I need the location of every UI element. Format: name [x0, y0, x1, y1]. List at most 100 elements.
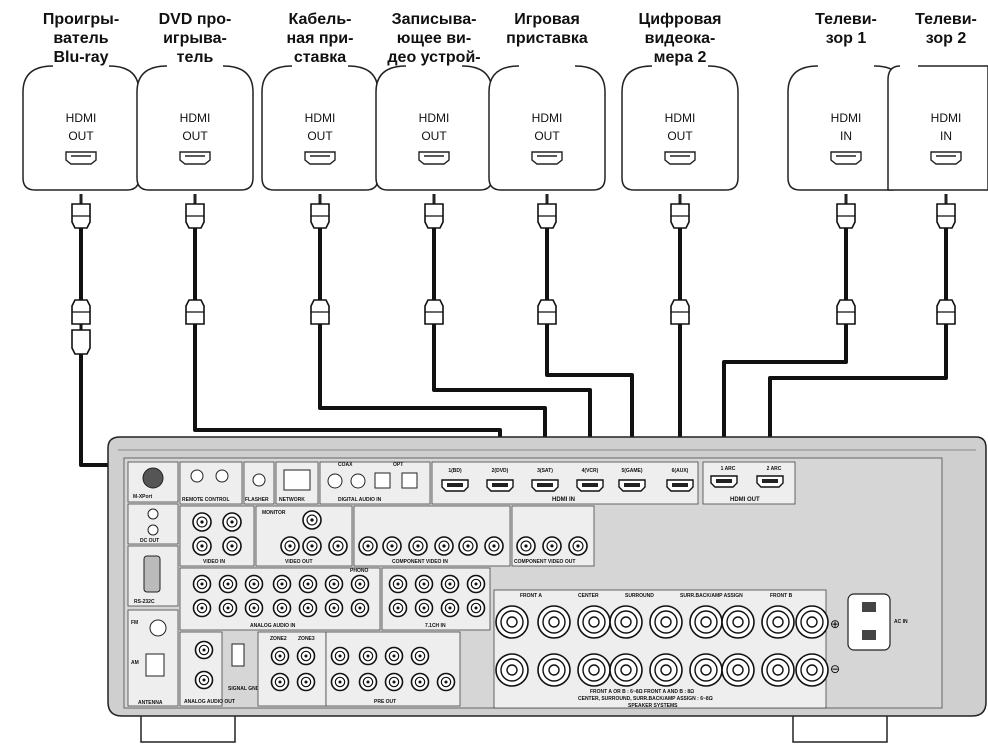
video-in-jack-ring: [196, 540, 208, 552]
speaker-terminal-minus-hub: [588, 664, 600, 676]
analog-in-jack-pin: [252, 582, 256, 586]
component-in-jack-pin: [466, 544, 470, 548]
opt-jack-1: [374, 472, 391, 489]
remote-in-jack: [190, 469, 204, 483]
speaker-terminal-minus-hub: [772, 664, 784, 676]
am-label: AM: [131, 660, 139, 666]
device-title-line: део устрой-: [387, 49, 480, 66]
video-out-jack-pin: [288, 544, 292, 548]
device-box: [621, 65, 739, 191]
analog-out-jack-ring: [198, 644, 210, 656]
device-title-line: видеока-: [645, 30, 716, 47]
speaker-terminal-plus-hub: [732, 616, 744, 628]
device-port-label: HDMI: [532, 111, 563, 125]
dc-out-jack-1: [147, 508, 159, 520]
rs232c-label: RS-232C: [134, 599, 155, 605]
monitor-label: MONITOR: [262, 510, 286, 516]
analog-in-jack-ring: [328, 602, 340, 614]
digital-audio-in-label: DIGITAL AUDIO IN: [338, 497, 382, 503]
hdmi-cable-game: [537, 194, 557, 346]
speaker-terminal-plus-hub: [588, 616, 600, 628]
hdmi-in-port-label: 4(VCR): [582, 468, 599, 474]
speaker-terminal-minus-ring: [654, 658, 678, 682]
hdmi-in-ports: 1(BD)2(DVD)3(SAT)4(VCR)5(GAME)6(AUX): [441, 468, 694, 492]
speaker-terminal-minus-hub: [806, 664, 818, 676]
pre-out-jack-ring: [388, 676, 400, 688]
analog-audio-out-jacks: [194, 640, 214, 690]
device-port-label: IN: [840, 129, 852, 143]
speaker-terminal-minus-ring: [726, 658, 750, 682]
pre-out-jack-ring: [440, 676, 452, 688]
speaker-terminal-plus-ring: [500, 610, 524, 634]
video-out-jack-ring: [306, 540, 318, 552]
component-out-jack-ring: [520, 540, 532, 552]
component-in-jack-pin: [416, 544, 420, 548]
phono-label: PHONO: [350, 568, 368, 574]
pre-out-jack-pin: [418, 680, 422, 684]
mxport-connector: [142, 467, 164, 489]
speaker-terminal-minus-ring: [582, 658, 606, 682]
port-pins: [537, 483, 553, 487]
video-out-jack-pin: [310, 518, 314, 522]
coax-label: COAX: [338, 462, 353, 468]
speaker-terminal-minus-ring: [542, 658, 566, 682]
analog-in-jack-pin: [306, 606, 310, 610]
speaker-terminal-plus-ring: [726, 610, 750, 634]
device-title-line: тель: [177, 49, 214, 66]
analog-in-jack-pin: [252, 606, 256, 610]
mxport-label: M-XPort: [133, 494, 153, 500]
analog-in-jack-ring: [302, 578, 314, 590]
video-out-jack-ring: [306, 514, 318, 526]
multich-in-jack-ring: [418, 602, 430, 614]
hdmi-out-label: HDMI OUT: [730, 497, 760, 503]
component-in-jacks: [358, 536, 504, 556]
hdmi-in-port-label: 6(AUX): [672, 468, 689, 474]
speaker-terminal-plus-hub: [548, 616, 560, 628]
pre-out-label: PRE OUT: [374, 699, 396, 705]
component-in-jack-ring: [362, 540, 374, 552]
analog-out-jack-ring: [198, 674, 210, 686]
fm-label: FM: [131, 620, 138, 626]
video-out-jack-ring: [284, 540, 296, 552]
multichannel-in-jacks: [388, 574, 486, 618]
network-label: NETWORK: [279, 497, 305, 503]
pre-out-jack-pin: [392, 680, 396, 684]
component-in-jack-pin: [492, 544, 496, 548]
speaker-terminal-plus-hub: [806, 616, 818, 628]
speaker-terminal-minus-hub: [548, 664, 560, 676]
pre-out-jack-ring: [274, 650, 286, 662]
hdmi-port-icon: [930, 151, 962, 165]
multich-in-jack-pin: [474, 606, 478, 610]
hdmi-in-port-label: 1(BD): [448, 468, 462, 474]
device-box: [261, 65, 379, 191]
multich-in-jack-ring: [392, 578, 404, 590]
analog-in-jack-ring: [196, 602, 208, 614]
device-port-label: HDMI: [305, 111, 336, 125]
component-video-in-label: COMPONENT VIDEO IN: [392, 559, 448, 565]
device-title-line: Игровая: [514, 11, 580, 28]
speaker-terminal-plus-ring: [654, 610, 678, 634]
analog-in-jack-ring: [248, 578, 260, 590]
analog-in-jack-pin: [358, 606, 362, 610]
device-title-line: Телеви-: [915, 11, 977, 28]
minus-icon: ⊖: [830, 662, 840, 676]
device-title-line: приставка: [506, 30, 588, 47]
pre-out-jack-ring: [300, 676, 312, 688]
hdmi-port-icon: [179, 151, 211, 165]
multich-in-jack-ring: [470, 602, 482, 614]
multich-in-jack-pin: [474, 582, 478, 586]
multich-in-jack-ring: [392, 602, 404, 614]
coax-jack-2: [350, 473, 366, 489]
port-pins: [716, 479, 732, 483]
hdmi-port-icon: [65, 151, 97, 165]
speaker-terminal-minus-ring: [500, 658, 524, 682]
device-port-label: OUT: [421, 129, 447, 143]
remote-out-jack: [215, 469, 229, 483]
hdmi-port-icon: [418, 151, 450, 165]
